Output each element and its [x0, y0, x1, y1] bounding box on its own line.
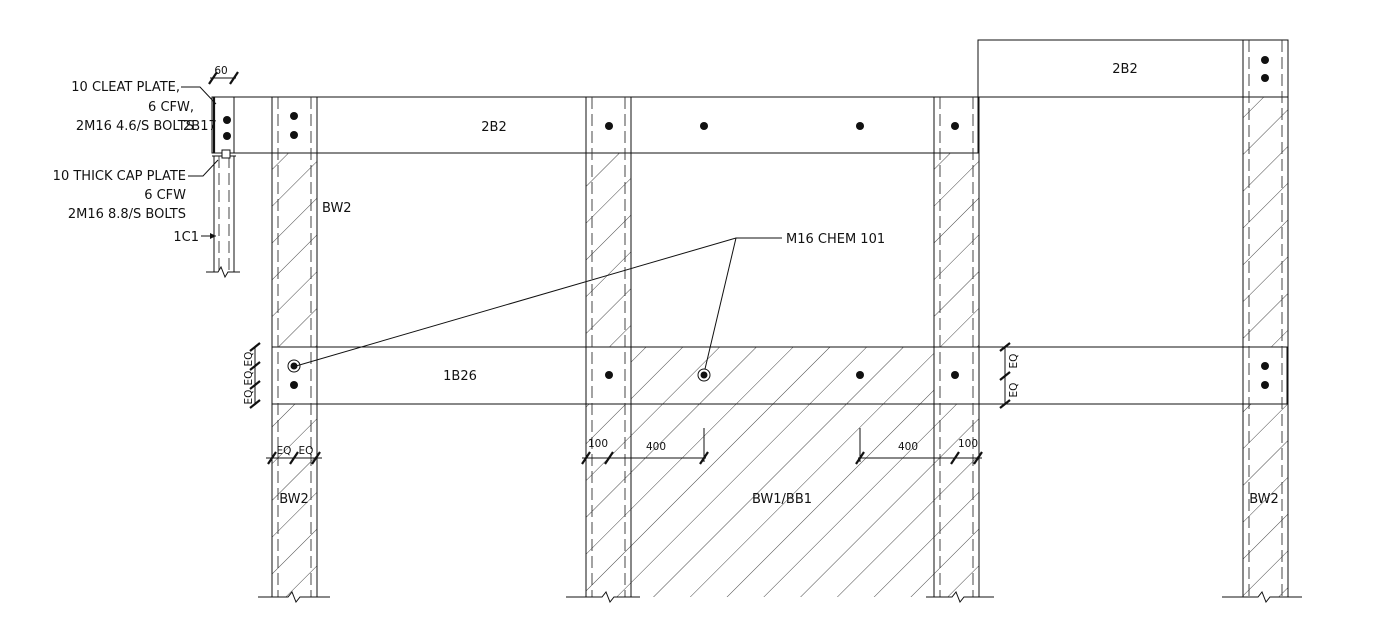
cap-note-line3: 2M16 8.8/S BOLTS	[68, 207, 186, 222]
lower-beam-label: 1B26	[443, 369, 477, 384]
dim-100-right: 100	[958, 438, 978, 450]
ground-lines	[258, 591, 1302, 603]
column-1C1	[206, 96, 240, 279]
dim-100-left: 100	[588, 438, 608, 450]
bolts	[287, 56, 1269, 389]
dim-eq-2: EQ	[243, 371, 255, 386]
cleat-note-line3: 2M16 4.6/S BOLTS	[76, 119, 194, 134]
upper-beam-label: 2B2	[481, 120, 506, 135]
dim-eq-3: EQ	[243, 390, 255, 405]
dim-eq-1: EQ	[243, 352, 255, 367]
cap-note-line2: 6 CFW	[144, 188, 186, 203]
cleat-mark: 2B17	[183, 119, 217, 134]
cap-note-line1: 10 THICK CAP PLATE	[53, 169, 186, 184]
bw2-top-label: BW2	[322, 201, 352, 216]
cleat-note-line1: 10 CLEAT PLATE,	[71, 80, 180, 95]
upper-right-beam-label: 2B2	[1112, 62, 1137, 77]
upper-beam-2B2	[211, 96, 979, 154]
bw2-right-label: BW2	[1249, 492, 1279, 507]
member-labels: 2B2 2B2 1B26 BW2 BW2 BW1/BB1 BW2	[279, 62, 1279, 507]
cleat-note-line2: 6 CFW,	[148, 100, 194, 115]
chem-anchor-note: M16 CHEM 101	[786, 232, 885, 247]
dim-eq-6: EQ	[1008, 354, 1020, 369]
dim-eq-4: EQ	[277, 445, 292, 457]
bw2-left-label: BW2	[279, 492, 309, 507]
column-mark: 1C1	[173, 230, 199, 245]
bw1-bb1-label: BW1/BB1	[752, 492, 812, 507]
dim-eq-7: EQ	[1008, 383, 1020, 398]
wall-outlines	[271, 40, 1289, 597]
dim-eq-5: EQ	[299, 445, 314, 457]
dimension-labels: 60 EQ EQ EQ EQ EQ EQ EQ 100 400 400 100	[214, 65, 1020, 457]
dimensions	[208, 71, 1011, 465]
annotations: 10 CLEAT PLATE, 6 CFW, 2M16 4.6/S BOLTS …	[53, 80, 885, 247]
dim-400-left: 400	[646, 441, 666, 453]
leader-lines	[181, 86, 782, 370]
dim-400-right: 400	[898, 441, 918, 453]
dim-60: 60	[214, 65, 227, 77]
